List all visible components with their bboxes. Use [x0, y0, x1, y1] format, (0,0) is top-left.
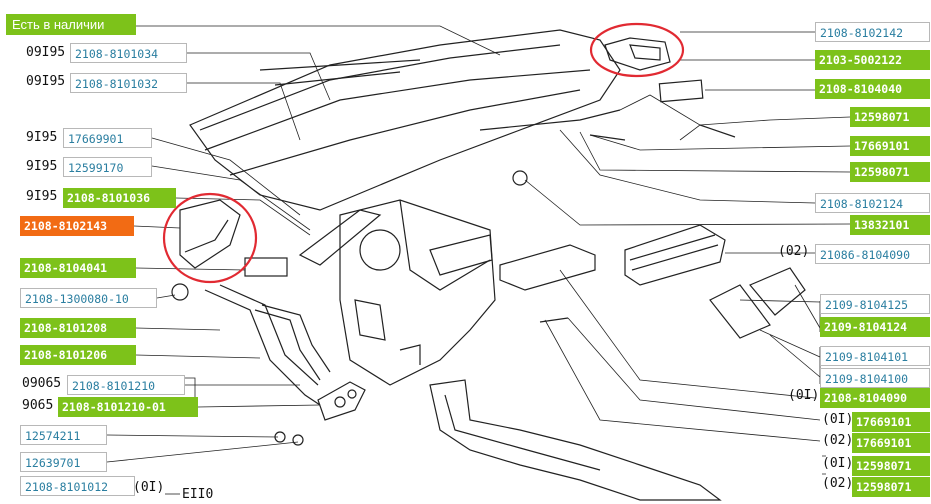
part-link[interactable]: 21086-8104090	[815, 244, 930, 264]
small-parts	[171, 79, 806, 446]
right-air-nozzle	[604, 37, 671, 71]
heater-hoses	[204, 284, 331, 406]
part-link-in-stock[interactable]: 2108-8101036	[63, 188, 176, 208]
catalog-code: (0I)	[822, 412, 854, 427]
part-link[interactable]: 12599170	[63, 157, 152, 177]
catalog-code: 9I95	[26, 130, 58, 145]
part-link-in-stock[interactable]: 12598071	[850, 107, 930, 127]
part-link-in-stock[interactable]: 2108-8101206	[20, 345, 136, 365]
part-link-in-stock[interactable]: 17669101	[852, 412, 930, 432]
in-stock-header: Есть в наличии	[6, 14, 136, 35]
catalog-code: 09065	[22, 376, 62, 391]
part-link[interactable]: 2108-8101012	[20, 476, 135, 496]
catalog-code: (02)	[778, 244, 810, 259]
catalog-code: 9I95	[26, 159, 58, 174]
part-link-selected[interactable]: 2108-8102143	[20, 216, 134, 236]
catalog-code: 09I95	[26, 74, 66, 89]
part-link[interactable]: 12639701	[20, 452, 107, 472]
part-link[interactable]: 2108-8101034	[70, 43, 187, 63]
catalog-code: (0I)	[133, 480, 165, 495]
part-link-in-stock[interactable]: 12598071	[850, 162, 930, 182]
part-link-in-stock[interactable]: 12598071	[852, 477, 930, 497]
part-link-in-stock[interactable]: 2108-8104040	[815, 79, 930, 99]
catalog-code: (02)	[822, 433, 854, 448]
catalog-code: (0I)	[822, 456, 854, 471]
part-link-in-stock[interactable]: 2108-8104090	[820, 388, 930, 408]
heater-box	[298, 199, 496, 386]
dashboard-air-duct	[189, 29, 621, 211]
catalog-code: (02)	[822, 476, 854, 491]
valve-plate	[317, 381, 366, 421]
part-link-in-stock[interactable]: 2108-8104041	[20, 258, 136, 278]
part-link-in-stock[interactable]: 2108-8101210-01	[58, 397, 198, 417]
part-link[interactable]: 2108-8101210	[67, 375, 185, 395]
catalog-code: 9065	[22, 398, 54, 413]
left-air-nozzle	[179, 199, 241, 269]
part-link-in-stock[interactable]: 12598071	[852, 456, 930, 476]
part-link-in-stock[interactable]: 2103-5002122	[815, 50, 930, 70]
part-link[interactable]: 2109-8104125	[820, 294, 930, 314]
catalog-code: 9I95	[26, 189, 58, 204]
part-link-in-stock[interactable]: 2109-8104124	[820, 317, 930, 337]
part-link[interactable]: 2109-8104100	[820, 368, 930, 388]
part-link[interactable]: 2109-8104101	[820, 346, 930, 366]
part-link-in-stock[interactable]: 2108-8101208	[20, 318, 136, 338]
part-link-in-stock[interactable]: 17669101	[850, 136, 930, 156]
floor-duct	[429, 379, 722, 501]
catalog-code: (0I)	[788, 388, 820, 403]
part-link[interactable]: 2108-8102142	[815, 22, 930, 42]
part-link[interactable]: 2108-8101032	[70, 73, 187, 93]
part-link-in-stock[interactable]: 17669101	[852, 433, 930, 453]
catalog-code: 09I95	[26, 45, 66, 60]
leader-lines	[106, 25, 851, 495]
part-link-in-stock[interactable]: 13832101	[850, 215, 930, 235]
highlight-circle-right	[589, 22, 685, 78]
part-link[interactable]: 2108-1300080-10	[20, 288, 157, 308]
part-link[interactable]: 2108-8102124	[815, 193, 930, 213]
highlight-circle-left	[162, 192, 258, 284]
part-link[interactable]: 12574211	[20, 425, 107, 445]
catalog-code: EII0	[182, 487, 214, 502]
part-link[interactable]: 17669901	[63, 128, 152, 148]
